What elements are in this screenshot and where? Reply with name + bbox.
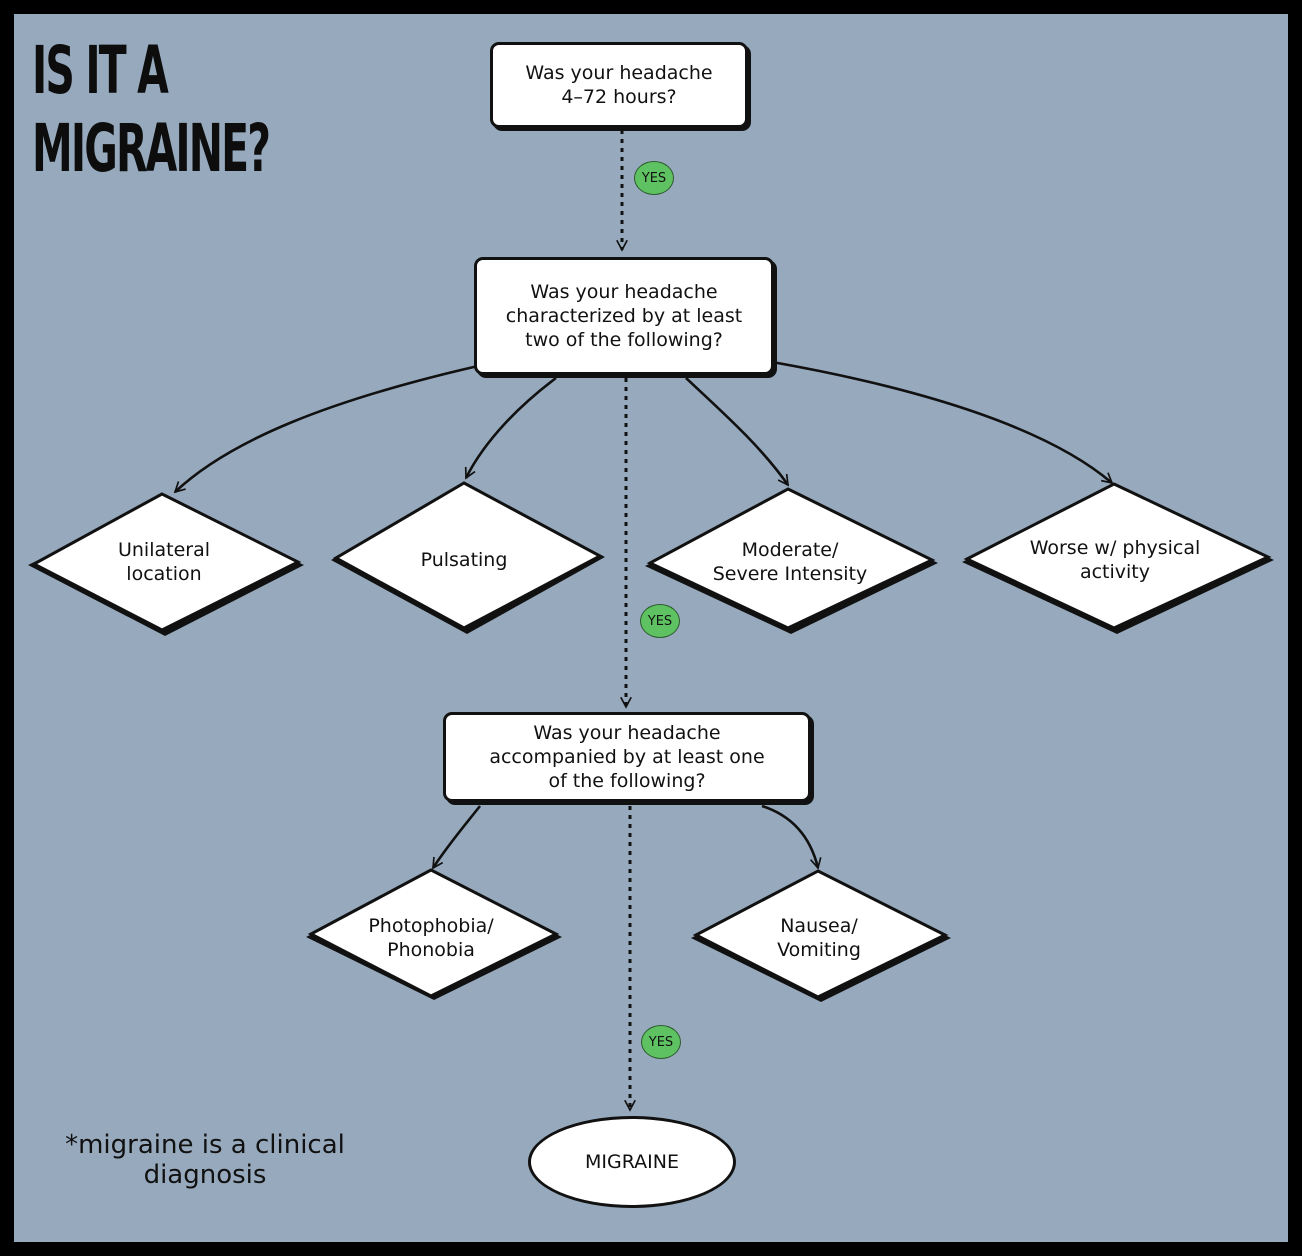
criterion-moderate-severe-intensity: Moderate/ Severe Intensity: [712, 539, 868, 585]
diamond-pulsating: [332, 481, 604, 630]
criterion-unilateral-location: Unilateral location: [117, 539, 211, 585]
edge-q2-worse: [771, 360, 1114, 485]
edge-q2-unilateral: [173, 364, 479, 494]
result-migraine: MIGRAINE: [528, 1116, 736, 1208]
yes-badge-1: YES: [634, 161, 674, 195]
diamond-moderate: [646, 487, 936, 630]
diamond-photophobia: [307, 868, 560, 998]
diamond-worse: [963, 482, 1272, 630]
diamond-unilateral: [30, 492, 302, 632]
edge-q2-moderate: [685, 377, 790, 487]
edge-q2-pulsating: [464, 376, 557, 480]
question-duration: Was your headache 4–72 hours?: [490, 42, 748, 128]
page-title-line-2: MIGRAINE?: [32, 110, 271, 187]
criterion-worse-physical-activity: Worse w/ physical activity: [1029, 537, 1201, 583]
question-characteristics: Was your headache characterized by at le…: [474, 257, 774, 375]
criterion-pulsating: Pulsating: [420, 549, 508, 571]
page-title-line-1: IS IT A: [32, 32, 169, 109]
symptom-photophobia-phonobia: Photophobia/ Phonobia: [368, 915, 494, 961]
yes-badge-2: YES: [640, 604, 680, 638]
footnote-clinical-diagnosis: *migraine is a clinical diagnosis: [65, 1130, 345, 1190]
symptom-nausea-vomiting: Nausea/ Vomiting: [777, 915, 861, 961]
diamond-nausea: [692, 869, 949, 999]
question-accompanied: Was your headache accompanied by at leas…: [443, 712, 811, 802]
edge-q3-nausea: [761, 804, 822, 870]
edge-q3-photophobia: [431, 805, 482, 870]
yes-badge-3: YES: [641, 1025, 681, 1059]
